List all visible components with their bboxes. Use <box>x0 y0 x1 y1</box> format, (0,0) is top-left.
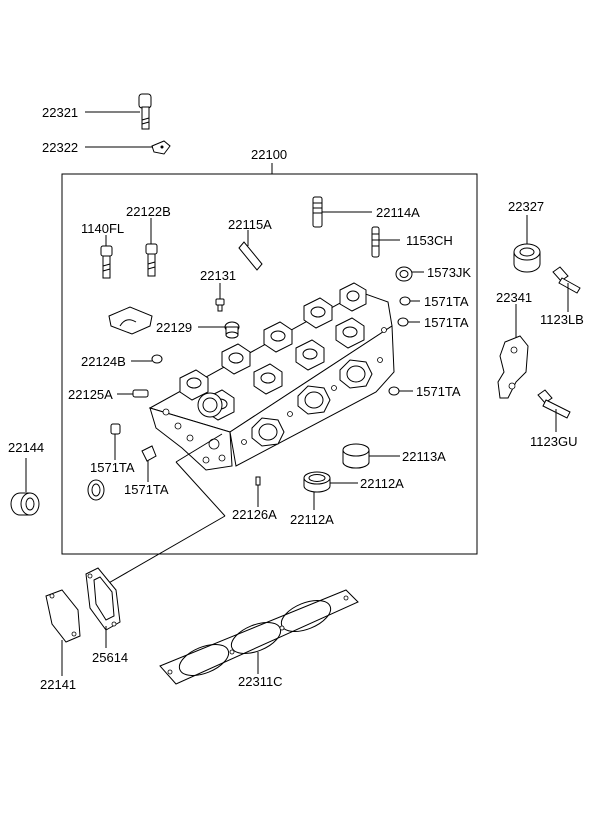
bolt-1123GU[interactable] <box>537 389 571 419</box>
cover-22141[interactable] <box>45 589 81 643</box>
label-22341: 22341 <box>496 290 532 305</box>
label-1153CH: 1153CH <box>406 233 453 248</box>
label-1123LB: 1123LB <box>540 312 584 327</box>
label-22113A: 22113A <box>402 449 446 464</box>
plug-1573JK[interactable] <box>395 266 413 282</box>
label-1571TA-e: 1571TA <box>124 482 169 497</box>
plug-1571TA-a[interactable] <box>399 296 411 306</box>
bolt-1123LB[interactable] <box>552 266 581 294</box>
label-1571TA-b: 1571TA <box>424 315 469 330</box>
bolt-22122B[interactable] <box>145 243 158 277</box>
alignment-line-3 <box>99 515 226 589</box>
label-1571TA-c: 1571TA <box>416 384 461 399</box>
bushing-22124B[interactable] <box>151 354 163 364</box>
label-1123GU: 1123GU <box>530 434 577 449</box>
cap-22129[interactable] <box>224 321 240 339</box>
plug-22131[interactable] <box>215 298 225 312</box>
label-1140FL: 1140FL <box>81 221 124 236</box>
label-22144: 22144 <box>8 440 44 455</box>
label-22126A: 22126A <box>232 507 277 522</box>
label-22311C: 22311C <box>238 674 283 689</box>
assembly-frame <box>61 173 478 555</box>
gasket-25614[interactable] <box>85 567 121 631</box>
head-gasket-22311C[interactable] <box>159 589 359 685</box>
label-22112A-b: 22112A <box>290 512 334 527</box>
pin-22126A[interactable] <box>255 476 261 486</box>
label-22129: 22129 <box>156 320 192 335</box>
label-1573JK: 1573JK <box>427 265 471 280</box>
bushing-22327[interactable] <box>513 243 541 273</box>
cylinder-head-22100[interactable] <box>148 282 395 471</box>
label-1571TA-a: 1571TA <box>424 294 469 309</box>
label-22115A: 22115A <box>228 217 272 232</box>
alignment-line-1 <box>175 433 223 463</box>
label-25614: 25614 <box>92 650 128 665</box>
label-22125A: 22125A <box>68 387 113 402</box>
stud-22114A[interactable] <box>312 196 323 228</box>
seal-22144[interactable] <box>10 492 40 516</box>
plug-1571TA-d[interactable] <box>110 423 121 435</box>
dowel-22115A[interactable] <box>238 241 263 271</box>
plug-22125A[interactable] <box>132 389 149 398</box>
label-22131: 22131 <box>200 268 236 283</box>
label-1571TA-d: 1571TA <box>90 460 135 475</box>
label-22141: 22141 <box>40 677 76 692</box>
bracket-22341[interactable] <box>497 335 529 399</box>
label-22122B: 22122B <box>126 204 171 219</box>
label-22124B: 22124B <box>81 354 126 369</box>
seal-22112A[interactable] <box>303 471 331 493</box>
washer-22322[interactable] <box>151 140 171 155</box>
bolt-22321[interactable] <box>138 93 152 130</box>
label-22112A-a: 22112A <box>360 476 404 491</box>
label-22114A: 22114A <box>376 205 420 220</box>
seal-22113A[interactable] <box>342 443 370 469</box>
label-22100: 22100 <box>251 147 287 162</box>
cam-cap[interactable] <box>108 306 153 335</box>
bolt-1140FL[interactable] <box>100 245 113 279</box>
pin-1153CH[interactable] <box>371 226 380 258</box>
alignment-line-2 <box>175 461 226 517</box>
label-22321: 22321 <box>42 105 78 120</box>
label-22327: 22327 <box>508 199 544 214</box>
plug-1571TA-b[interactable] <box>397 317 409 327</box>
plug-1571TA-e[interactable] <box>141 445 157 462</box>
plug-1571TA-c[interactable] <box>388 386 400 396</box>
seal-left[interactable] <box>87 479 105 501</box>
label-22322: 22322 <box>42 140 78 155</box>
